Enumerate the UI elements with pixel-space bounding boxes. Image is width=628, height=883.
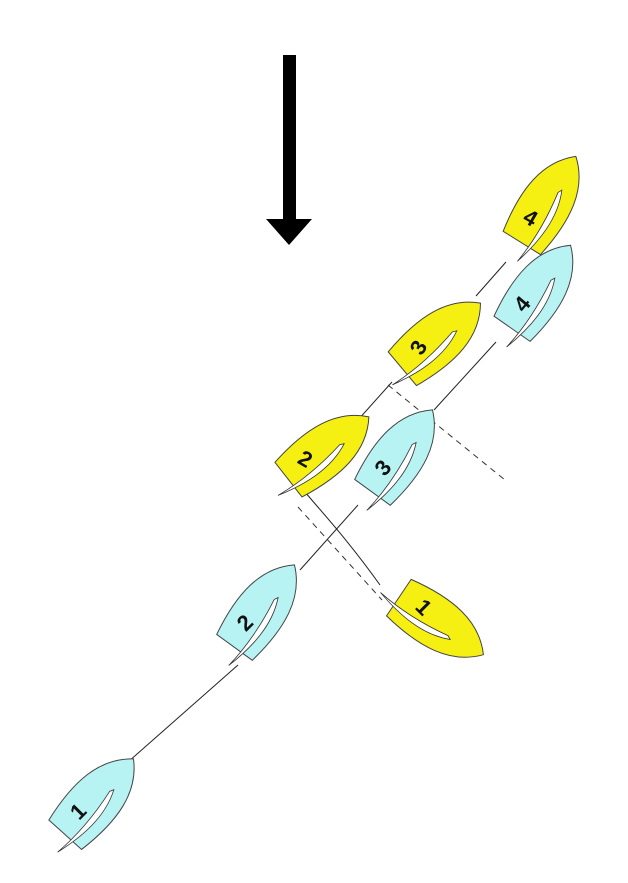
- yellow-boat-2: 2: [272, 396, 386, 501]
- boat-sail: [277, 443, 345, 496]
- boat-hull: [499, 142, 599, 258]
- boat-hull: [385, 282, 498, 389]
- blue-boat-4: 4: [490, 229, 593, 348]
- yellow-boat-4: 4: [499, 142, 599, 262]
- blue-boat-3: 3: [351, 394, 454, 511]
- yellow-boat-3: 3: [385, 282, 498, 389]
- boat-sail: [506, 277, 556, 348]
- boat-sail: [392, 330, 458, 386]
- blue-boat-1: 1: [45, 741, 154, 853]
- boat-hull: [45, 741, 154, 853]
- boat-sail: [380, 592, 451, 641]
- yellow-boat-1: 1: [380, 575, 499, 677]
- boat-hull: [351, 394, 454, 508]
- wind-arrow-icon: [266, 55, 312, 245]
- boat-sail: [228, 596, 279, 666]
- blue-boat-2: 2: [213, 549, 316, 666]
- overlap-lines: [297, 384, 506, 601]
- blue-track: [127, 341, 497, 763]
- boat-sail: [366, 441, 417, 511]
- boat-sail: [517, 189, 563, 262]
- boat-sail: [57, 789, 115, 853]
- boat-hull: [383, 575, 499, 677]
- boat-hull: [213, 549, 316, 663]
